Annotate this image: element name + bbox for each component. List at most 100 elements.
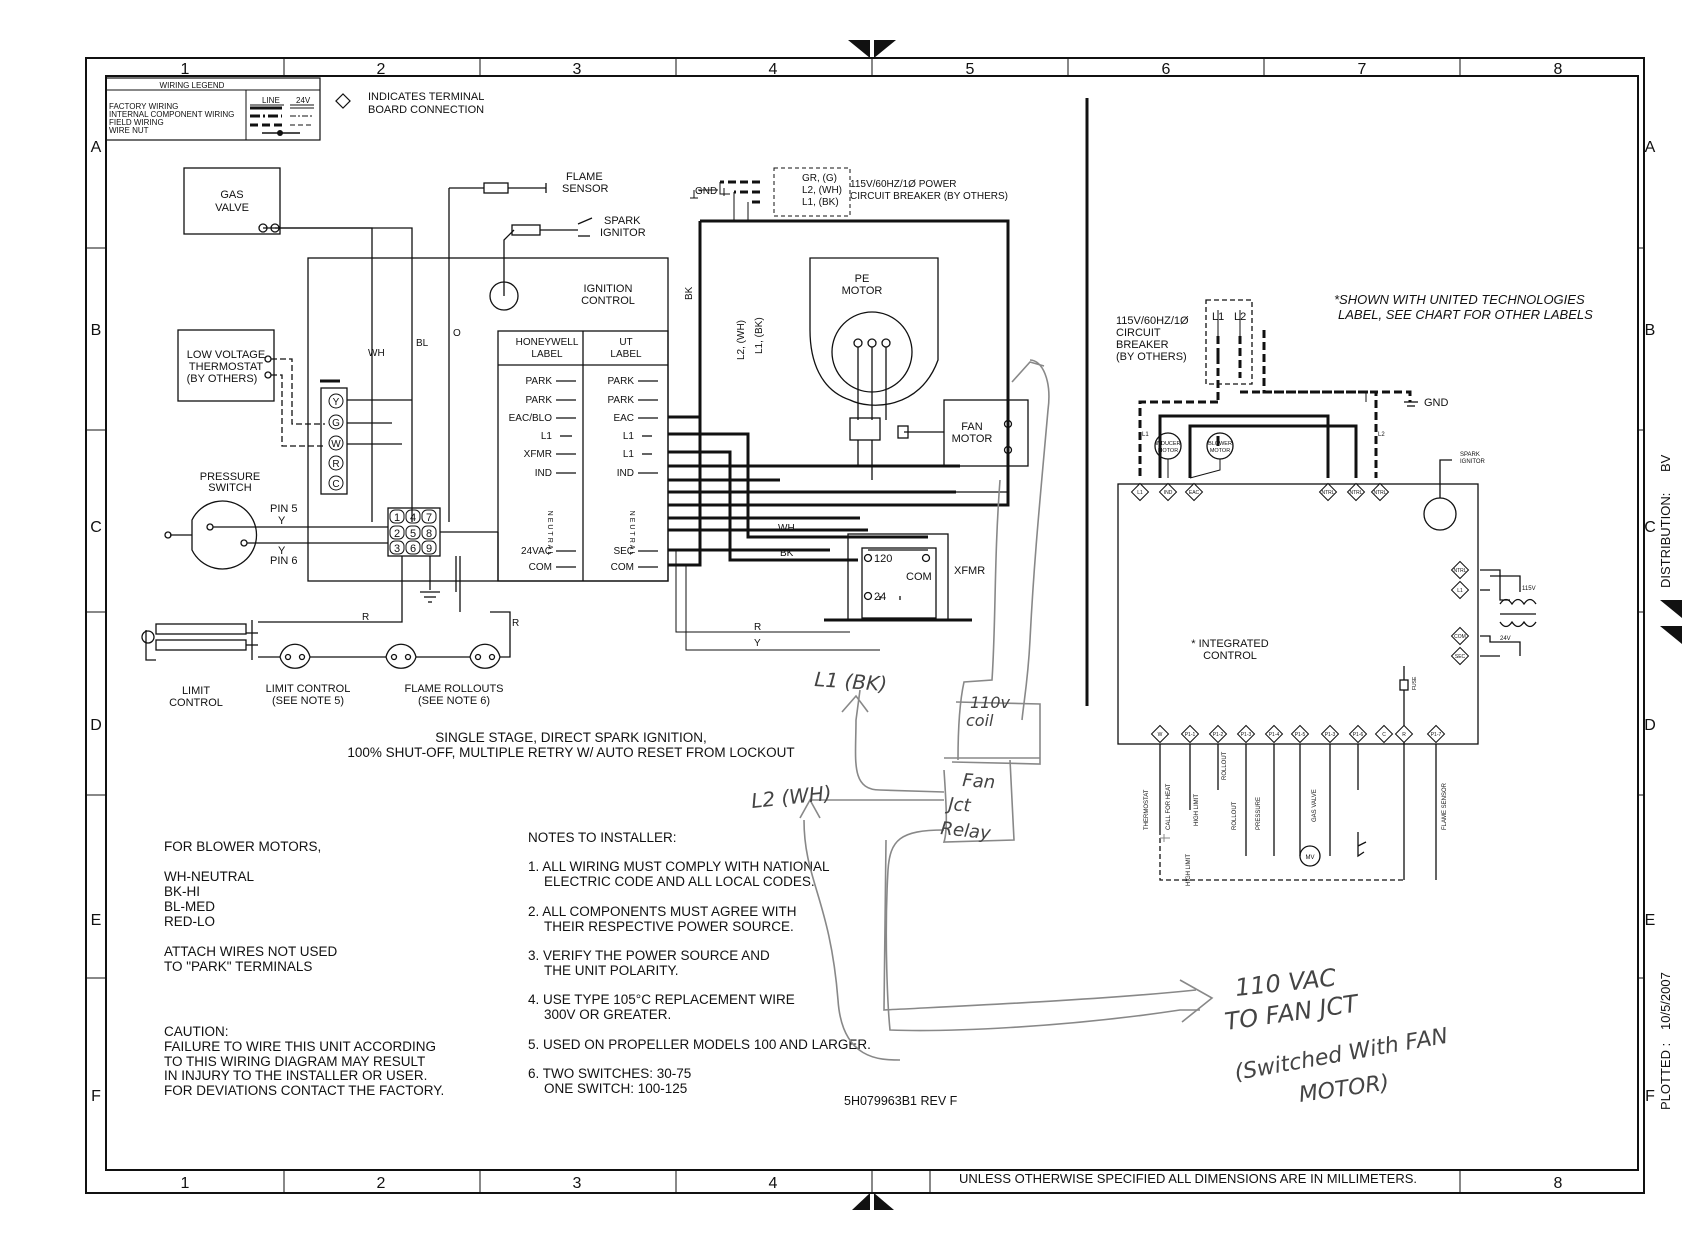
blower-line: BK-HI [164,884,200,899]
fan-motor-label: FAN [961,421,982,433]
row-label: B [1645,322,1656,339]
hw-l2wh: L2 (WH) [750,781,833,813]
notes-title: NOTES TO INSTALLER: [528,830,677,845]
circuit-label: HIGH LIMIT [1194,794,1200,826]
wire-label: BL [416,338,429,349]
v115-label: 115V [1522,586,1536,592]
wire-label: WH [778,523,795,534]
col-label: 2 [377,1175,386,1192]
blower-attach: TO "PARK" TERMINALS [164,959,312,974]
wire-label: Y [754,638,761,649]
note-line: THE UNIT POLARITY. [544,963,679,978]
ut-term: EAC [613,413,634,424]
pe-motor-label: MOTOR [842,285,883,297]
legend-item: INTERNAL COMPONENT WIRING [109,110,234,119]
ut-term: L1 [623,431,635,442]
breaker-label: 115V/60HZ/1Ø [1116,315,1189,327]
plug-pin: 6 [410,543,416,555]
legend-item: WIRE NUT [109,126,149,135]
hw-l1bk: L1 (BK) [814,667,888,696]
plug-pin: 5 [410,528,416,540]
breaker-label: BREAKER [1116,339,1169,351]
col-label: 2 [377,61,386,78]
blower-line: WH-NEUTRAL [164,869,254,884]
side-term: L1 [1457,588,1463,594]
pressure-switch-label: SWITCH [208,482,251,494]
note-line: 3. VERIFY THE POWER SOURCE AND [528,948,770,963]
honeywell-header: LABEL [531,349,563,360]
left-labels: GAS VALVE FLAME SENSOR SPARK IGNITOR IGN… [169,171,1008,760]
honeywell-header: HONEYWELL [516,337,579,348]
ut-term: NEUTRAL [628,511,635,558]
legend-item: FIELD WIRING [109,118,164,127]
col-label: 1 [181,1175,190,1192]
wire-label: R [362,612,369,623]
circuit-label: THERMOSTAT [1144,789,1150,830]
ignition-control-label: CONTROL [581,295,635,307]
wiring-legend: WIRING LEGEND LINE 24V FACTORY WIRING IN… [105,77,484,141]
left-schematic [141,167,1029,669]
tstat-term: C [332,479,339,490]
wire-label: Y [278,545,286,557]
legend-col-24v: 24V [296,96,311,105]
note-line: 1. ALL WIRING MUST COMPLY WITH NATIONAL [528,859,830,874]
side-term: COM [1454,634,1466,640]
caution-line: IN INJURY TO THE INSTALLER OR USER. [164,1068,427,1083]
top-term: L1 [1137,490,1143,496]
plug-pin: 7 [426,512,432,524]
description: SINGLE STAGE, DIRECT SPARK IGNITION, [435,730,707,745]
plug-pin: 2 [394,528,400,540]
col-label: 6 [1162,61,1171,78]
circuit-label: GAS VALVE [1312,789,1318,822]
spark-label: SPARK [1460,452,1480,458]
frame-center-marks [848,40,1682,1210]
power-term: GR, (G) [802,173,837,184]
hw-term: PARK [526,395,553,406]
wire-l2: L2 [1378,432,1385,438]
side-term: NTRL [1453,568,1466,574]
bottom-term: W [1158,732,1163,738]
gas-valve-label: VALVE [215,202,249,214]
row-label: E [91,912,102,929]
hw-relay: Relay [939,818,992,844]
bottom-term: P1-4 [1269,732,1280,738]
wire-label: BK [684,286,695,300]
legend-title: WIRING LEGEND [160,81,225,90]
limit-note: (SEE NOTE 5) [272,695,344,707]
ignition-control-label: IGNITION [584,283,633,295]
circuit-label: CALL FOR HEAT [1166,783,1172,830]
spark-label: IGNITOR [1460,459,1486,465]
pressure-switch [191,500,258,570]
tstat-term: W [331,439,341,450]
bottom-term: P1-6 [1353,732,1364,738]
xfmr-tap: 24 [874,591,886,603]
bottom-term: C [1382,732,1386,738]
pe-motor [809,257,939,406]
fan-motor [943,399,1029,467]
limit-switch [279,643,311,669]
integrated-label: * INTEGRATED [1191,638,1268,650]
drawing-frame [85,57,1645,1194]
wire-label: R [754,622,761,633]
hw-term: NEUTRAL [546,511,553,558]
transformer [847,533,949,621]
row-label: C [90,519,102,536]
inducer-label: MOTOR [1158,448,1178,454]
row-label: F [91,1088,101,1105]
pin6-label: PIN 6 [270,555,298,567]
circuit-label: ROLLOUT [1222,751,1228,780]
col-label: 4 [769,1175,778,1192]
plug-pin: 4 [410,512,416,524]
note-line: 5. USED ON PROPELLER MODELS 100 AND LARG… [528,1037,871,1052]
hw-note: MOTOR) [1297,1071,1391,1108]
xfmr-tap: 120 [874,553,892,565]
plotted-label: PLOTTED : [1658,1043,1673,1110]
fan-motor-label: MOTOR [952,433,993,445]
wire-label: O [453,328,461,339]
row-label: A [1645,139,1656,156]
blower-line: BL-MED [164,899,215,914]
plug-pin: 9 [426,543,432,555]
ut-header: UT [619,337,632,348]
plotted-value: 10/5/2007 [1658,972,1673,1030]
row-label: A [91,139,102,156]
